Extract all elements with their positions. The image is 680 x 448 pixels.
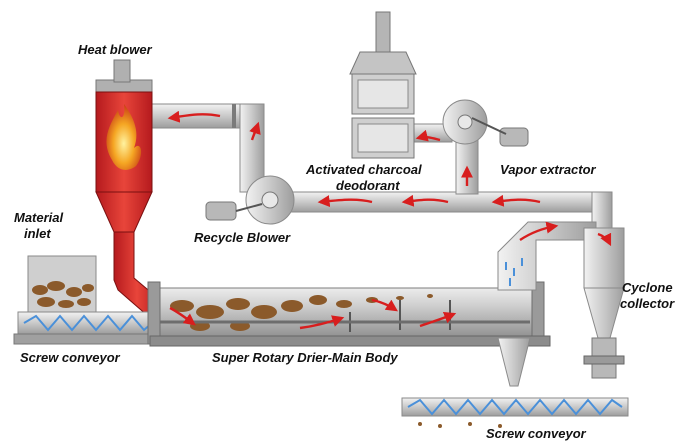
screw-conveyor-left: [13, 311, 159, 345]
flow-arrow: [299, 315, 345, 330]
label-material-inlet-2: inlet: [24, 226, 51, 241]
flow-arrow: [371, 298, 398, 312]
drum-base: [149, 335, 551, 347]
duct-flange: [232, 104, 236, 128]
duct-network: [149, 103, 613, 233]
label-material-inlet-1: Material: [14, 210, 64, 225]
material-inlet-hopper: [27, 255, 97, 313]
drum-material: [170, 294, 433, 331]
flow-arrow: [401, 194, 449, 207]
rotary-drum: [147, 281, 551, 347]
flow-arrow: [491, 194, 541, 207]
flow-arrow: [597, 232, 612, 247]
flame-icon: [106, 104, 142, 170]
recycle-blower-motor: [205, 201, 237, 221]
flow-arrow: [519, 221, 559, 241]
flow-arrow: [249, 121, 261, 141]
flow-arrow: [167, 110, 221, 123]
label-screw-conveyor-bottom: Screw conveyor: [486, 426, 587, 441]
label-recycle-blower: Recycle Blower: [194, 230, 291, 245]
duct-down-to-recycle: [239, 103, 265, 193]
vapor-extractor: [442, 99, 529, 147]
vapor-drops: [505, 258, 523, 286]
vapor-extractor-motor: [499, 127, 529, 147]
activated-charcoal-deodorant: [349, 11, 417, 159]
label-vapor-extractor: Vapor extractor: [500, 162, 597, 177]
inlet-material-lumps: [32, 281, 94, 308]
label-screw-conveyor-left: Screw conveyor: [20, 350, 121, 365]
label-cyclone-collector-2: collector: [620, 296, 675, 311]
label-activated-charcoal-2: deodorant: [336, 178, 400, 193]
return-duct: [289, 191, 611, 213]
flow-arrow: [415, 129, 441, 142]
flow-arrow: [317, 195, 373, 208]
heat-blower-inlet: [113, 59, 131, 83]
drum-back-end: [531, 281, 545, 345]
label-heat-blower: Heat blower: [78, 42, 153, 57]
heat-blower-cone: [95, 191, 153, 233]
label-activated-charcoal-1: Activated charcoal: [305, 162, 422, 177]
discharge-chute: [497, 337, 531, 387]
cyclone-collector: [583, 227, 625, 379]
labels: Heat blower Material inlet Screw conveyo…: [14, 42, 675, 441]
flow-arrow: [419, 311, 457, 328]
screw-conveyor-bottom: [401, 397, 629, 428]
flow-arrow: [169, 306, 196, 326]
chimney: [375, 11, 391, 53]
heat-blower: [95, 59, 161, 317]
label-super-rotary-drier: Super Rotary Drier-Main Body: [212, 350, 398, 365]
drum-front-end: [147, 281, 161, 345]
flow-arrows: [167, 110, 612, 330]
label-cyclone-collector-1: Cyclone: [622, 280, 673, 295]
recycle-blower: [205, 175, 295, 225]
